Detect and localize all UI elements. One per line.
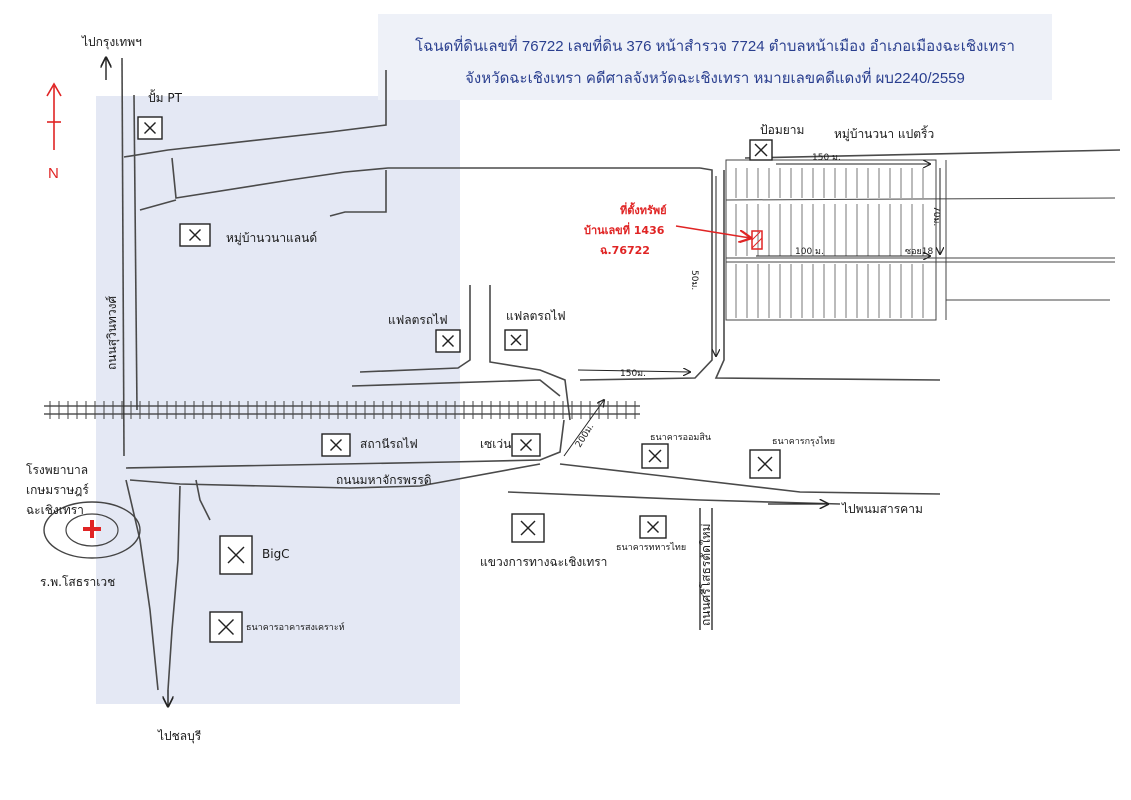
- deed-header: โฉนดที่ดินเลขที่ 76722 เลขที่ดิน 376 หน้…: [378, 14, 1052, 100]
- wana-land-x-icon: [189, 229, 201, 241]
- maha-chakkraphat-east-top: [559, 463, 941, 495]
- to-chonburi-label: ไปชลบุรี: [157, 729, 202, 744]
- highway-district-x-icon: [520, 520, 536, 536]
- suwinthawong-road-label: ถนนสุวินทวงศ์: [105, 296, 120, 370]
- railway-station-label: สถานีรถไฟ: [360, 437, 418, 451]
- railway-track: [44, 405, 640, 415]
- village-access-road-left: [579, 167, 713, 381]
- north-arrow-icon: [46, 82, 62, 150]
- sri-sothon-label: ถนนศรีโสธรตัดใหม่: [699, 523, 713, 626]
- chonburi-road-left: [125, 479, 159, 691]
- maha-chakkraphat-road-top: [125, 419, 565, 469]
- police-box-x-icon: [754, 143, 768, 157]
- omsin-bank-x-icon: [648, 449, 662, 463]
- header-line-1: โฉนดที่ดินเลขที่ 76722 เลขที่ดิน 376 หน้…: [415, 38, 1015, 55]
- hospital-line-2: เกษมราษฎร์: [26, 483, 89, 497]
- dist-70: 70ม.: [931, 206, 941, 226]
- dist-150-top: 150 ม.: [812, 153, 841, 163]
- suwinthawong-road-right: [133, 94, 138, 411]
- roundabout: [43, 501, 141, 559]
- hospital-cross-icon: [83, 520, 101, 538]
- village-access-road-right: [714, 170, 941, 381]
- maha-chakkraphat-east-bottom: [507, 491, 841, 505]
- north-road-3: [139, 199, 177, 211]
- pt-station-x-icon: [144, 122, 156, 134]
- dist-200: 200ม.: [574, 422, 596, 449]
- rail-flat-1-x-icon: [442, 335, 454, 347]
- dist-100: 100 ม.: [795, 247, 824, 257]
- north-road-1: [123, 70, 387, 158]
- to-bangkok-label: ไปกรุงเทพฯ: [81, 35, 142, 50]
- bigc-x-icon: [227, 546, 245, 564]
- hospital-line-3: ฉะเชิงเทรา: [26, 503, 84, 517]
- to-phanom-label: ไปพนมสารคาม: [841, 502, 923, 516]
- village-plots: [725, 159, 1116, 321]
- suwinthawong-road-left: [121, 57, 125, 457]
- header-line-2: จังหวัดฉะเชิงเทรา คดีศาลจังหวัดฉะเชิงเทร…: [465, 70, 965, 87]
- maha-chakkraphat-label: ถนนมหาจักรพรรดิ: [336, 473, 432, 487]
- flat-road-lower: [351, 379, 561, 397]
- plot-dividers: [735, 168, 924, 318]
- chonburi-branch: [195, 479, 211, 521]
- railway-station-x-icon: [330, 439, 342, 451]
- dist-50: 50ม.: [689, 270, 699, 290]
- police-box-label: ป้อมยาม: [760, 123, 804, 137]
- property-deed: ฉ.76722: [600, 244, 650, 257]
- maha-chakkraphat-road-bottom: [129, 463, 541, 489]
- map-background-panel: [96, 96, 460, 704]
- property-hatch: [751, 231, 763, 249]
- pt-station-label: ปั้ม PT: [148, 89, 183, 105]
- wana-village-2-label: หมู่บ้านวนา แปตริ้ว: [834, 125, 934, 142]
- flat-road-right: [489, 285, 571, 421]
- omsin-bank-label: ธนาคารออมสิน: [650, 432, 711, 443]
- rail-flat-2-x-icon: [510, 334, 522, 346]
- bigc-label: BigC: [262, 547, 290, 561]
- krungthai-bank-label: ธนาคารกรุงไทย: [772, 436, 835, 447]
- compass-label: N: [48, 165, 59, 182]
- military-bank-x-icon: [647, 521, 659, 533]
- highway-district-label: แขวงการทางฉะเชิงเทรา: [480, 555, 607, 569]
- seven-eleven-x-icon: [520, 439, 532, 451]
- property-house: บ้านเลขที่ 1436: [584, 222, 665, 237]
- north-road-2: [171, 157, 700, 199]
- hospital-2-label: ร.พ.โสธราเวช: [40, 575, 115, 589]
- property-arrow-icon: [675, 225, 750, 238]
- hospital-line-1: โรงพยาบาล: [26, 463, 88, 477]
- military-bank-label: ธนาคารทหารไทย: [616, 542, 686, 553]
- property-title: ที่ตั้งทรัพย์: [620, 202, 667, 217]
- soi-label: ซอย18: [905, 247, 934, 257]
- dist-150-mid: 150ม.: [620, 369, 646, 379]
- wana-land-road: [329, 170, 387, 217]
- village-top-road: [744, 149, 1121, 159]
- seven-eleven-label: เซเว่น: [480, 437, 511, 451]
- gov-housing-bank-x-icon: [218, 619, 234, 635]
- chonburi-road-right: [167, 485, 181, 691]
- krungthai-bank-x-icon: [757, 456, 773, 472]
- rail-flat-1-label: แฟลตรถไฟ: [388, 313, 448, 327]
- gov-housing-bank-label: ธนาคารอาคารสงเคราะห์: [246, 621, 345, 633]
- railway-ties: [49, 401, 636, 419]
- flat-road-left: [359, 285, 471, 373]
- rail-flat-2-label: แฟลตรถไฟ: [506, 309, 566, 323]
- wana-land-label: หมู่บ้านวนาแลนด์: [226, 231, 317, 246]
